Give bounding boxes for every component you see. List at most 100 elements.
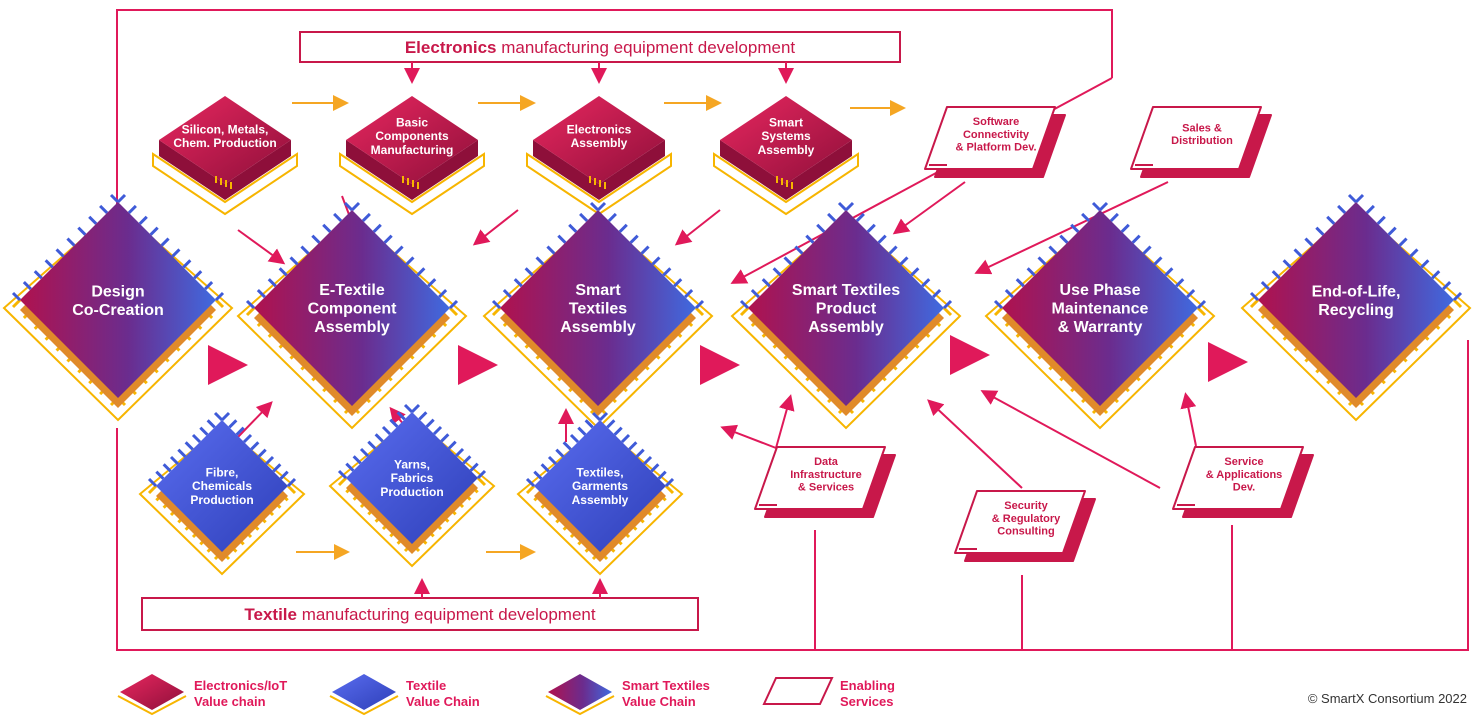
textile-node-label-line: Assembly [572, 493, 629, 507]
service-label-line: Sales & [1182, 123, 1222, 135]
vent-mark [791, 182, 793, 189]
legend-swatch [548, 674, 612, 710]
service-label-line: & Services [798, 482, 854, 494]
service-card-shape [1172, 446, 1304, 510]
legend-label: Value chain [194, 694, 266, 709]
service-label-line: Software [973, 116, 1019, 128]
textile-node-label-line: Textiles, [576, 465, 623, 479]
vent-mark [412, 180, 414, 187]
vent-mark [417, 182, 419, 189]
electronics-node-label-line: Components [375, 129, 449, 143]
electronics-equipment-banner: Electronics manufacturing equipment deve… [299, 31, 901, 63]
main-chain-node-label-line: & Warranty [1058, 319, 1143, 336]
node-box-top [720, 96, 852, 184]
legend-label: Enabling [840, 678, 895, 693]
service-card-shape [754, 446, 886, 510]
textile-equipment-banner: Textile manufacturing equipment developm… [141, 597, 699, 631]
chip-top [156, 420, 288, 552]
banner-down-arrows [404, 62, 794, 84]
main-chain-node-label-line: Maintenance [1052, 301, 1149, 318]
service-card-shape [924, 106, 1056, 170]
electronics-node-label-line: Basic [396, 115, 428, 129]
copyright-credit: © SmartX Consortium 2022 [1307, 691, 1467, 706]
textile-node-label-line: Yarns, [394, 457, 430, 471]
vent-mark [776, 176, 778, 183]
main-chain-node-label-line: Product [816, 301, 877, 318]
textile-node-label-line: Production [190, 493, 253, 507]
main-chain-node-label-line: Textiles [569, 301, 628, 318]
svg-text:Electronics manufacturing equi: Electronics manufacturing equipment deve… [405, 38, 796, 57]
vent-mark [589, 176, 591, 183]
main-chain-node-label-line: Design [91, 283, 144, 300]
main-chain-node-label-line: Assembly [808, 319, 884, 336]
legend-label: Textile [406, 678, 446, 693]
electronics-node-label-line: Assembly [758, 143, 815, 157]
node-box-top [159, 96, 291, 184]
node-box-side [159, 140, 291, 200]
electronics-node-label-line: Silicon, Metals, [182, 122, 269, 136]
service-label-line: Distribution [1171, 135, 1233, 147]
node-base-outline [713, 152, 859, 216]
vent-mark [594, 178, 596, 185]
vent-mark [786, 180, 788, 187]
textile-chain: Fibre,ChemicalsProductionYarns,FabricsPr… [138, 403, 684, 576]
main-chain-node-label-line: Recycling [1318, 302, 1394, 319]
service-label-line: Data [814, 456, 839, 468]
legend-label: Value Chain [406, 694, 480, 709]
service-card-shape [1130, 106, 1262, 170]
chip-top [1002, 210, 1198, 406]
node-box-side [533, 140, 665, 200]
svg-text:Textile manufacturing equipmen: Textile manufacturing equipment developm… [244, 605, 595, 624]
vent-mark [215, 176, 217, 183]
main-chain-node-label-line: End-of-Life, [1312, 283, 1401, 300]
chip-top [500, 210, 696, 406]
node-box-top [346, 96, 478, 184]
main-chain-node-label-line: Assembly [560, 319, 636, 336]
vent-mark [402, 176, 404, 183]
main-chain-node-label-line: E-Textile [319, 282, 385, 299]
node-box-side [720, 140, 852, 200]
electronics-node-label-line: Chem. Production [173, 136, 276, 150]
chip-top [534, 420, 666, 552]
legend-swatch-base [117, 695, 187, 716]
chip-top [748, 210, 944, 406]
node-box-top [533, 96, 665, 184]
vent-mark [407, 178, 409, 185]
chip-top [1258, 202, 1454, 398]
vent-mark [599, 180, 601, 187]
main-chain-node-label-line: Use Phase [1060, 282, 1141, 299]
chip-top [254, 210, 450, 406]
main-chain-node-label-line: Smart [575, 282, 621, 299]
vent-mark [230, 182, 232, 189]
textile-node-label-line: Fabrics [391, 471, 434, 485]
main-chain-node-label-line: Component [308, 301, 398, 318]
electronics-node-label-line: Systems [761, 129, 811, 143]
chip-top [346, 412, 478, 544]
main-chain-node: End-of-Life, Recycling [1240, 193, 1472, 422]
service-label-line: & Applications [1206, 469, 1283, 481]
textile-node-label-line: Production [380, 485, 443, 499]
electronics-node-label-line: Electronics [567, 122, 632, 136]
node-box-side [346, 140, 478, 200]
enabling-service-card: Sales &Distribution [1130, 106, 1272, 178]
chip-top [20, 202, 216, 398]
